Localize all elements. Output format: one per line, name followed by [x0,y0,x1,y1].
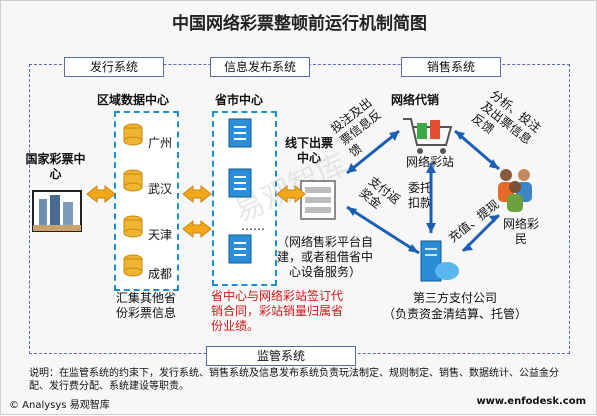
footer-left: © Analysys 易观智库 [9,400,110,411]
provincial-center-heading: 省市中心 [215,93,264,107]
network-agent-label: 网络代销 [391,93,440,107]
orange-double-arrow [182,184,212,204]
regional-center-heading: 区域数据中心 [97,93,170,107]
document-icon [228,168,252,198]
orange-double-arrow [276,184,306,204]
national-center-label: 国家彩票中心 [25,152,86,181]
network-players-label: 网络彩民 [502,217,539,246]
shopping-cart-icon [403,118,453,154]
page-title: 中国网络彩票整顿前运行机制简图 [172,14,427,34]
ticket-printer-icon [300,180,336,220]
third-party-line2: （负责资金清结算、托管） [382,307,527,321]
tab-issue-system: 发行系统 [64,57,164,77]
provincial-dots: …… [241,219,265,233]
red-contract-note: 省中心与网络彩站签订代销合同，彩站销量归属省份业绩。 [211,289,344,333]
tab-sales-system: 销售系统 [401,57,501,77]
database-icon [123,123,143,146]
platform-note: （网络售彩平台自建，或者租借省中心设备服务） [276,235,373,279]
database-icon [123,215,143,238]
region-more-label: 汇集其他省份彩票信息 [116,291,177,320]
region-label: 成都 [148,267,173,281]
footer-right: www.enfodesk.com [476,396,586,407]
database-icon [123,169,143,192]
third-party-line1: 第三方支付公司 [412,291,497,305]
explanation-note: 说明：在监管系统的约束下，发行系统、销售系统及信息发布系统负责玩法制定、规则制定… [29,368,559,392]
region-label: 武汉 [148,182,173,196]
document-icon [228,118,252,148]
database-icon [123,254,143,277]
orange-double-arrow [182,219,212,239]
offline-center-label: 线下出票中心 [285,136,334,165]
blue-arrow [346,129,501,255]
document-icon [228,234,252,264]
blue-arrowhead [347,131,499,253]
server-icon [420,240,459,282]
orange-double-arrow [86,184,116,204]
region-label: 广州 [148,136,173,150]
region-label: 天津 [148,228,173,242]
network-station-label: 网络彩站 [406,155,455,169]
people-icon [498,169,532,212]
tab-supervision-system: 监管系统 [206,346,356,366]
building-icon [32,190,82,232]
tab-info-system: 信息发布系统 [210,57,310,77]
edge-label-entrusted-deduction: 委托扣款 [408,181,433,210]
